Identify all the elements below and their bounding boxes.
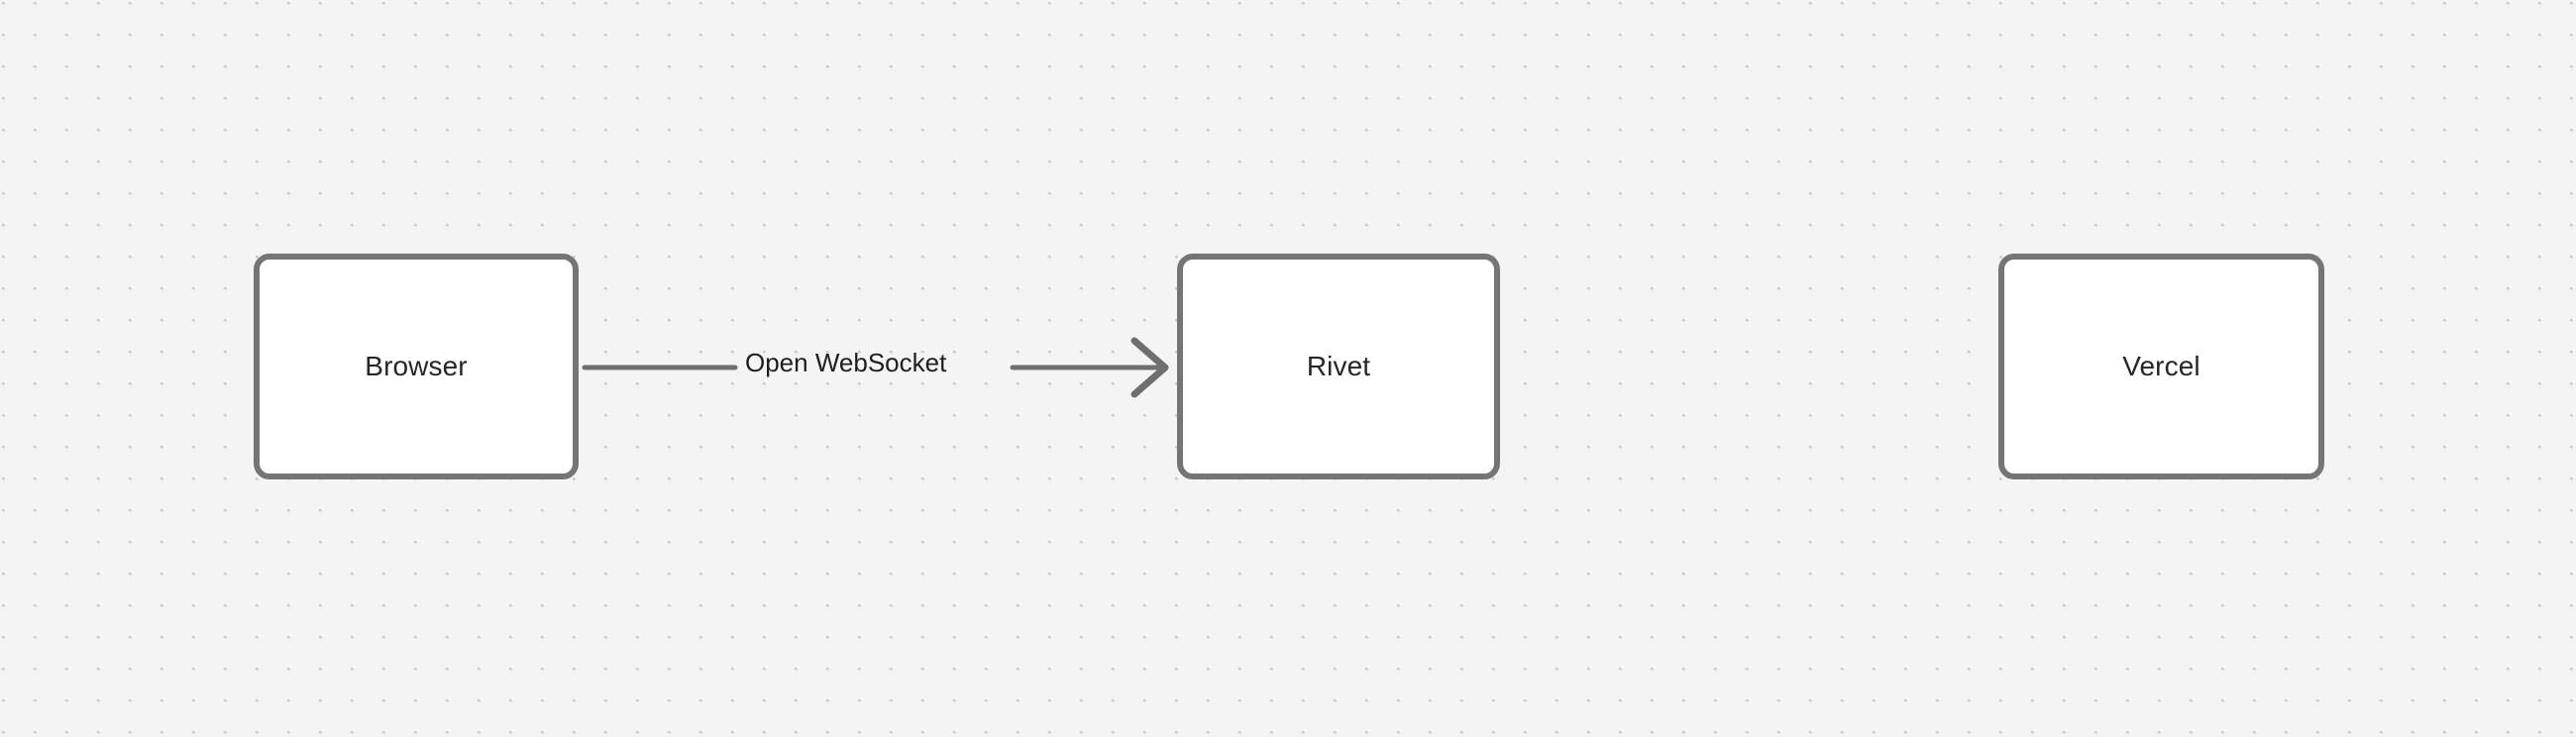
node-browser[interactable]: Browser bbox=[254, 254, 579, 479]
node-vercel[interactable]: Vercel bbox=[1998, 254, 2324, 479]
node-vercel-label: Vercel bbox=[2122, 351, 2200, 381]
edge-label-open-websocket: Open WebSocket bbox=[745, 348, 947, 377]
node-rivet-label: Rivet bbox=[1306, 351, 1371, 381]
edge-arrowhead-icon bbox=[1130, 337, 1169, 398]
node-rivet[interactable]: Rivet bbox=[1177, 254, 1500, 479]
node-browser-label: Browser bbox=[365, 351, 468, 381]
